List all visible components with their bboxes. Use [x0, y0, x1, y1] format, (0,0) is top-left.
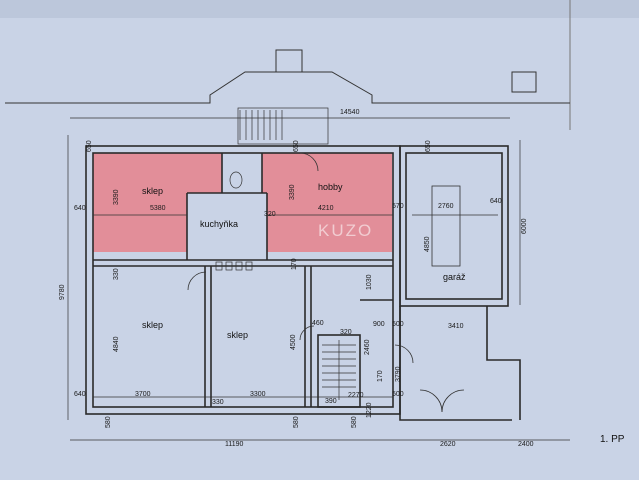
walls [85, 145, 521, 421]
dim-garage-depth: 6000 [521, 218, 528, 234]
dim-bottom-right-a: 2620 [440, 441, 456, 448]
roof-outline [5, 49, 570, 104]
dim-320-2: 320 [340, 329, 352, 336]
dim-2460: 2460 [364, 339, 371, 355]
dim-4850: 4850 [424, 236, 431, 252]
dim-460: 460 [312, 320, 324, 327]
dim-330-2: 330 [212, 399, 224, 406]
dim-390: 390 [325, 398, 337, 405]
dim-bottom-right-b: 2400 [518, 441, 534, 448]
room-label-hobby: hobby [318, 182, 343, 192]
dim-3700: 3700 [135, 391, 151, 398]
dim-640-3: 640 [74, 391, 86, 398]
dim-overall-depth: 9780 [59, 284, 66, 300]
dim-500-1: 500 [392, 321, 404, 328]
dim-500-2: 500 [392, 391, 404, 398]
dim-570: 570 [392, 203, 404, 210]
dimension-lines [67, 117, 570, 441]
dim-4210: 4210 [318, 205, 334, 212]
dim-170-2: 170 [377, 370, 384, 382]
dim-2270: 2270 [348, 392, 364, 399]
dim-320-1: 320 [264, 211, 276, 218]
dim-650-3: 650 [425, 140, 432, 152]
room-label-sklep-top: sklep [142, 186, 163, 196]
dim-3300: 3300 [250, 391, 266, 398]
watermark-text: KUZO [318, 221, 373, 240]
dim-3390-1: 3390 [113, 189, 120, 205]
dim-5380: 5380 [150, 205, 166, 212]
dim-4840: 4840 [113, 336, 120, 352]
dim-580-1: 580 [105, 416, 112, 428]
dim-650-1: 650 [86, 140, 93, 152]
dim-170-1: 170 [291, 258, 298, 270]
dim-1220: 1220 [366, 402, 373, 418]
dim-overall-width: 14540 [340, 109, 360, 116]
doors [187, 152, 465, 413]
dim-640-2: 640 [490, 198, 502, 205]
room-label-garaz: garáž [443, 272, 466, 282]
highlighted-area [93, 153, 392, 252]
dim-640-1: 640 [74, 205, 86, 212]
dim-650-2: 650 [293, 140, 300, 152]
garage-car-outline [431, 185, 461, 267]
dim-4500: 4500 [290, 334, 297, 350]
dim-2760: 2760 [438, 203, 454, 210]
dim-3390-2: 3390 [289, 184, 296, 200]
floor-label: 1. PP [600, 434, 625, 445]
fixtures [215, 171, 253, 271]
dim-1030: 1030 [366, 274, 373, 290]
dim-580-3: 580 [351, 416, 358, 428]
stairs [237, 107, 356, 400]
dim-3790: 3790 [395, 366, 402, 382]
room-label-sklep-mid: sklep [227, 330, 248, 340]
room-label-sklep-left: sklep [142, 320, 163, 330]
dim-330-1: 330 [113, 268, 120, 280]
dim-900: 900 [373, 321, 385, 328]
room-label-kuchynka: kuchyňka [200, 219, 238, 229]
dim-3410: 3410 [448, 323, 464, 330]
dim-bottom-left-width: 11190 [225, 441, 244, 448]
dim-580-2: 580 [293, 416, 300, 428]
